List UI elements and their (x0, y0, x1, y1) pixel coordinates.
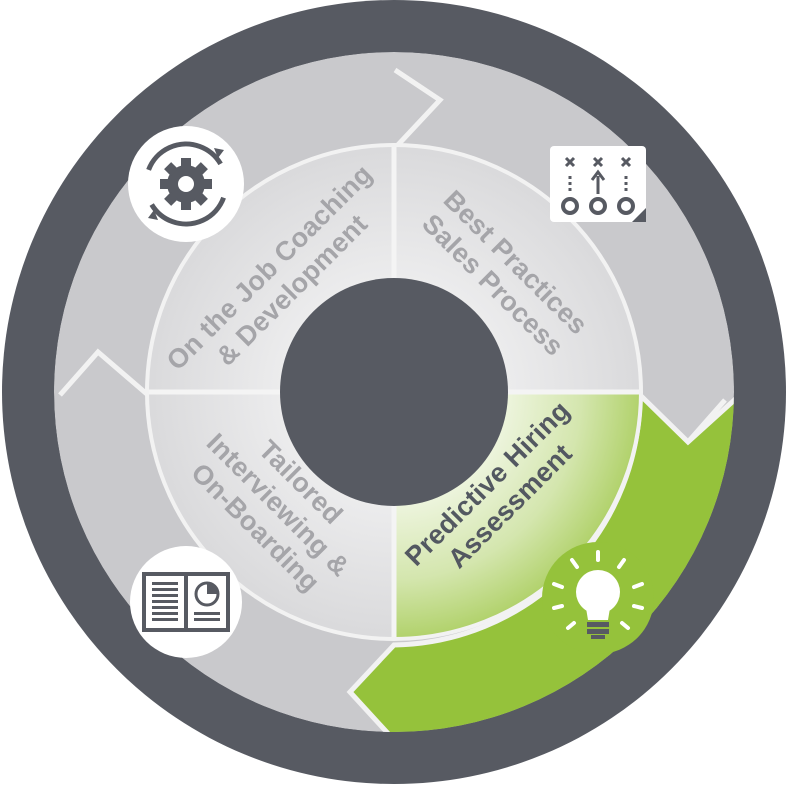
document-icon (130, 546, 242, 658)
arrow-seam-top (393, 67, 444, 150)
center-disc (280, 278, 508, 506)
gear-cycle-icon (128, 126, 244, 242)
lightbulb-icon (542, 542, 654, 654)
inner-ring-border (145, 143, 643, 641)
playbook-icon (550, 146, 646, 222)
arrow-seam-left (58, 348, 150, 397)
